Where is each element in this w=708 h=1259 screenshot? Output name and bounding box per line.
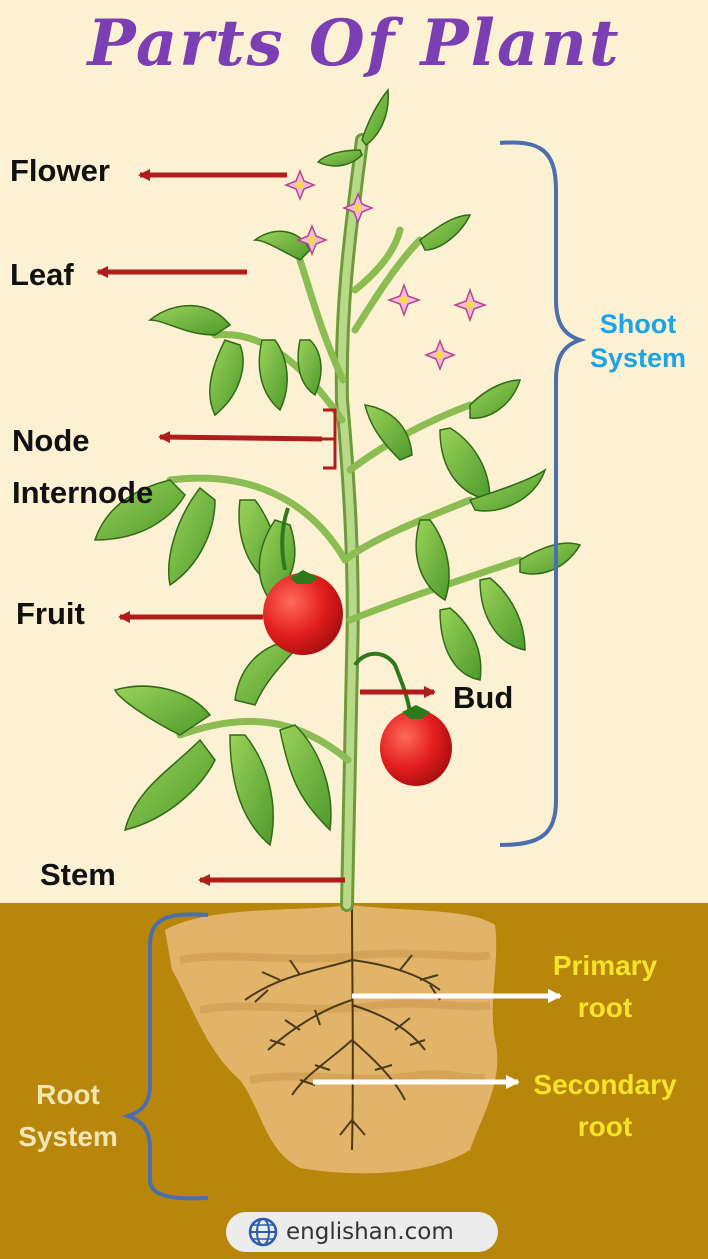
node-bracket xyxy=(322,408,337,470)
leaf-label: Leaf xyxy=(10,257,74,292)
secondary-root-line1: Secondary xyxy=(533,1069,677,1100)
label-arrows xyxy=(96,169,436,886)
root-system-brace xyxy=(121,912,209,1201)
leaves xyxy=(93,88,582,847)
shoot-system-brace xyxy=(499,140,587,847)
globe-icon xyxy=(248,1217,278,1247)
roots xyxy=(244,904,441,1151)
node-arrow xyxy=(158,431,323,444)
root-system-label: Root System xyxy=(8,1074,128,1158)
shoot-system-line1: Shoot xyxy=(599,309,677,339)
shoot-system-label: Shoot System xyxy=(578,307,698,375)
tomatoes xyxy=(263,507,452,786)
root-system-line1: Root xyxy=(36,1079,100,1110)
site-url: englishan.com xyxy=(286,1219,454,1245)
primary-root-line1: Primary xyxy=(552,950,658,981)
internode-label: Internode xyxy=(12,475,154,510)
primary-root-label: Primary root xyxy=(530,945,680,1029)
stem-label: Stem xyxy=(40,857,116,892)
primary-root-line2: root xyxy=(577,992,633,1023)
bud-label: Bud xyxy=(453,680,514,715)
node-label: Node xyxy=(12,423,90,458)
shoot-system-line2: System xyxy=(589,343,687,373)
flowers xyxy=(283,168,488,372)
page-title: Parts Of Plant xyxy=(87,6,621,81)
fruit-label: Fruit xyxy=(16,596,85,631)
soil-lump xyxy=(165,905,498,1174)
site-badge[interactable]: englishan.com xyxy=(226,1212,498,1252)
flower-label: Flower xyxy=(10,153,110,188)
secondary-root-label: Secondary root xyxy=(520,1064,690,1148)
root-system-line2: System xyxy=(18,1121,118,1152)
secondary-root-line2: root xyxy=(577,1111,633,1142)
